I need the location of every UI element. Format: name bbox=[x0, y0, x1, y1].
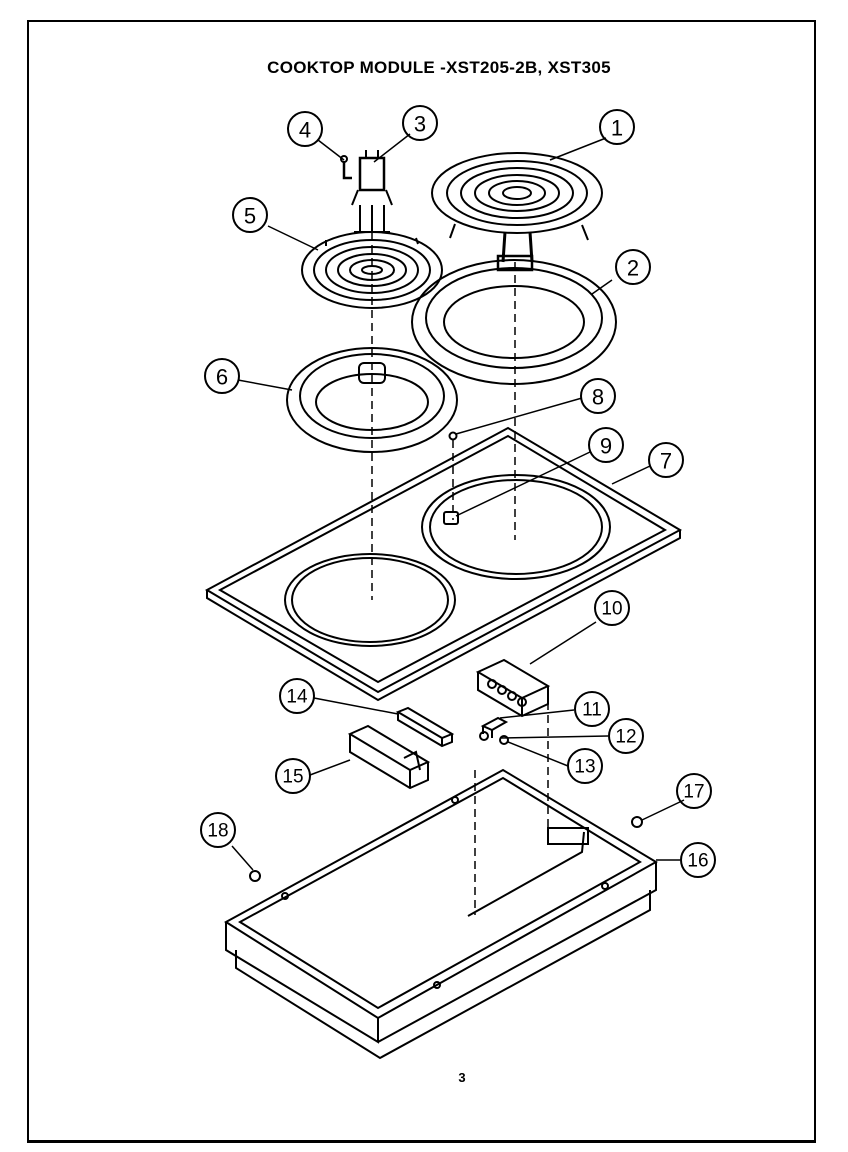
callout-circle-9 bbox=[588, 427, 624, 463]
callout-number-11: 11 bbox=[582, 700, 602, 721]
assembly-guide-lines bbox=[371, 232, 549, 915]
callout-circles bbox=[200, 105, 716, 878]
callout-number-12: 12 bbox=[615, 727, 636, 748]
callout-number-18: 18 bbox=[207, 821, 228, 842]
terminal-strip-icon bbox=[475, 658, 551, 718]
callout-circle-2 bbox=[615, 249, 651, 285]
callout-circle-11 bbox=[574, 691, 610, 727]
callout-number-4: 4 bbox=[299, 118, 311, 143]
callout-number-8: 8 bbox=[592, 385, 604, 410]
large-surface-element-icon bbox=[431, 152, 603, 263]
small-surface-element-icon bbox=[301, 231, 443, 309]
screw-icon bbox=[448, 431, 458, 441]
callout-number-5: 5 bbox=[244, 204, 256, 229]
callout-number-9: 9 bbox=[600, 434, 612, 459]
callout-circle-5 bbox=[232, 197, 268, 233]
screw-icon bbox=[499, 735, 509, 745]
frame-top-border bbox=[27, 20, 816, 22]
cooktop-frame-icon bbox=[204, 426, 683, 702]
callout-number-2: 2 bbox=[627, 256, 639, 281]
callout-circle-13 bbox=[567, 748, 603, 784]
page-number: 3 bbox=[458, 1070, 466, 1085]
callout-circle-14 bbox=[279, 678, 315, 714]
nut-icon bbox=[479, 731, 489, 741]
callout-number-16: 16 bbox=[687, 851, 708, 872]
callout-circle-12 bbox=[608, 718, 644, 754]
callout-number-14: 14 bbox=[286, 687, 308, 708]
terminal-block-icon bbox=[351, 150, 393, 233]
large-drip-pan-icon bbox=[411, 254, 617, 385]
diagram-title: COOKTOP MODULE -XST205-2B, XST305 bbox=[267, 58, 611, 77]
callout-number-7: 7 bbox=[660, 449, 672, 474]
frame-left-border bbox=[27, 20, 29, 1142]
callout-circle-15 bbox=[275, 758, 311, 794]
callout-circle-7 bbox=[648, 442, 684, 478]
callout-circle-16 bbox=[680, 842, 716, 878]
grommet-icon bbox=[631, 816, 643, 828]
callout-number-1: 1 bbox=[611, 116, 623, 141]
callout-circle-8 bbox=[580, 378, 616, 414]
callout-number-13: 13 bbox=[574, 757, 595, 778]
screw-icon bbox=[340, 155, 352, 180]
callout-number-15: 15 bbox=[282, 767, 303, 788]
callout-circle-3 bbox=[402, 105, 438, 141]
frame-bottom-border bbox=[27, 1140, 816, 1143]
clip-icon bbox=[443, 511, 459, 525]
base-pan-icon bbox=[224, 768, 658, 1060]
bracket-icon bbox=[480, 716, 509, 738]
callout-circle-17 bbox=[676, 773, 712, 809]
cover-box-icon bbox=[347, 724, 431, 790]
callout-circle-6 bbox=[204, 358, 240, 394]
frame-right-border bbox=[814, 20, 816, 1142]
callout-number-6: 6 bbox=[216, 365, 228, 390]
callout-number-17: 17 bbox=[683, 782, 704, 803]
callout-circle-4 bbox=[287, 111, 323, 147]
callout-number-10: 10 bbox=[601, 599, 622, 620]
callout-number-3: 3 bbox=[414, 112, 426, 137]
shield-icon bbox=[395, 706, 455, 748]
callout-circle-1 bbox=[599, 109, 635, 145]
leader-lines bbox=[231, 133, 685, 871]
grommet-icon bbox=[249, 870, 261, 882]
callout-circle-18 bbox=[200, 812, 236, 848]
callout-circle-10 bbox=[594, 590, 630, 626]
